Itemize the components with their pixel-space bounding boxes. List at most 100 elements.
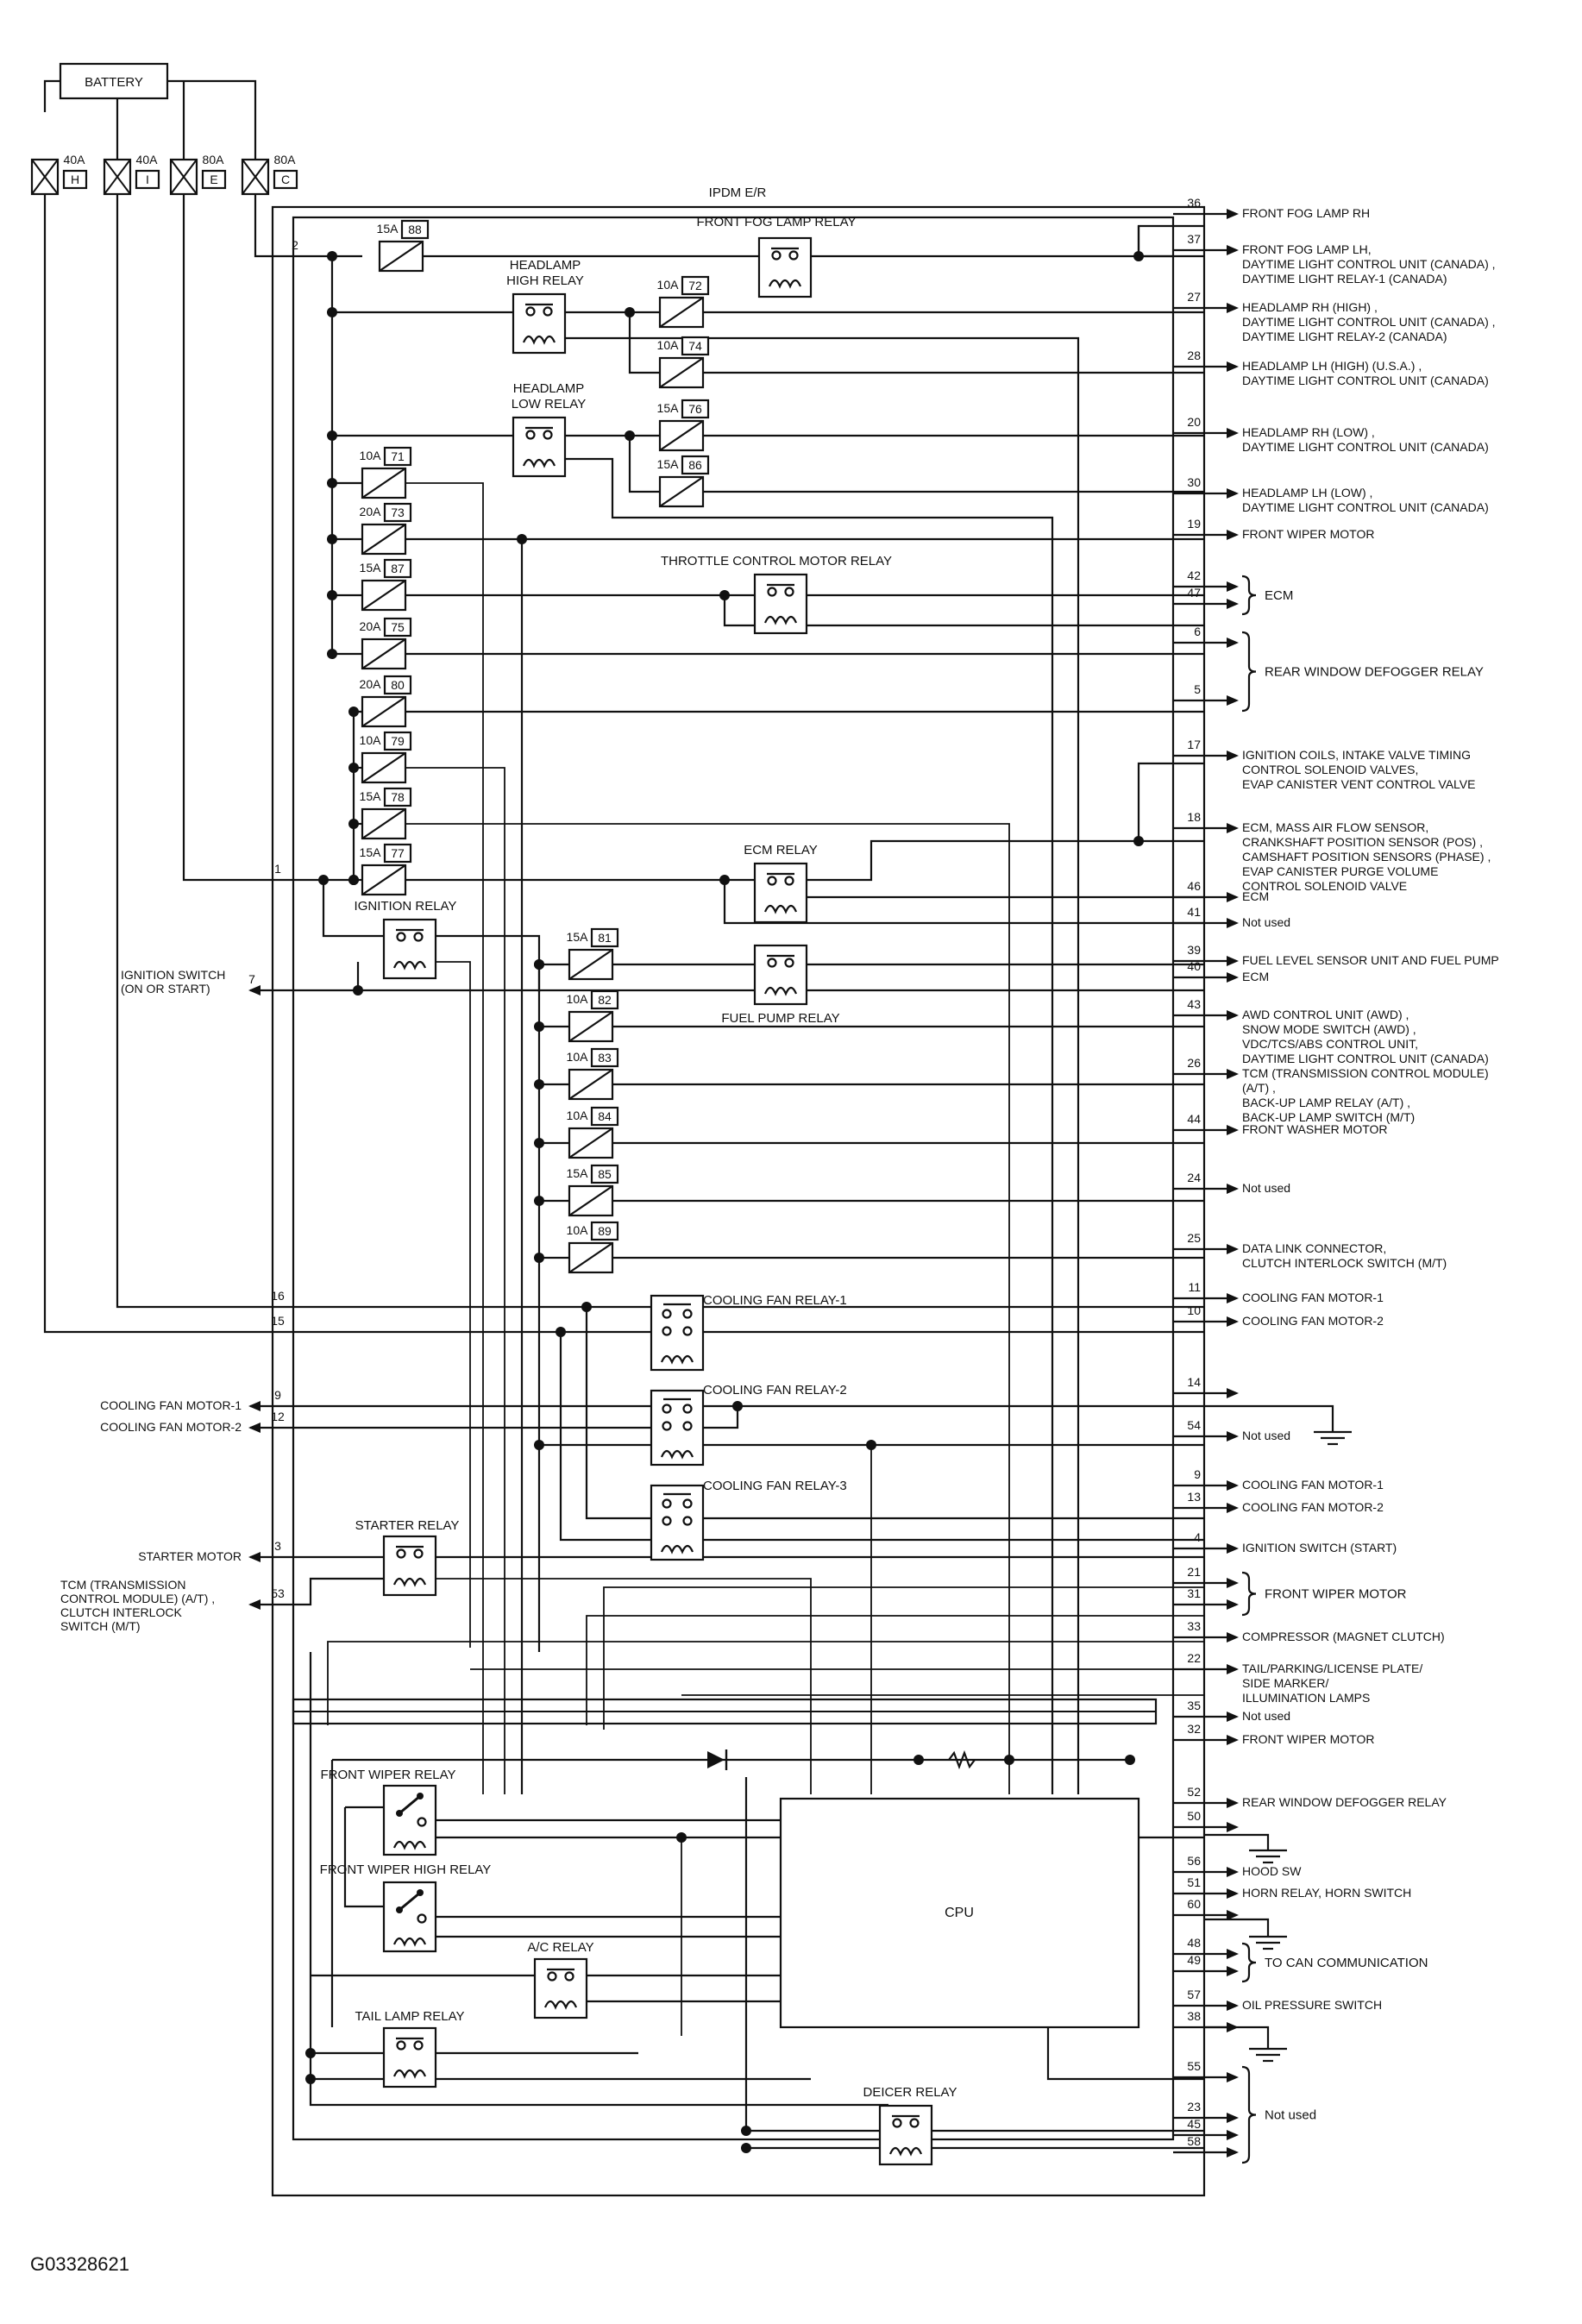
right-terminal-label: TAIL/PARKING/LICENSE PLATE/ (1242, 1661, 1422, 1675)
fusible-link-H (30, 158, 88, 196)
brace (1241, 1942, 1257, 1983)
arrow-right-icon (1227, 361, 1239, 372)
wire (1204, 2026, 1270, 2049)
wire (322, 880, 384, 938)
fuse-77 (361, 843, 412, 896)
cpu-block (779, 1797, 1140, 2029)
wire (43, 194, 293, 1334)
right-terminal-label: IGNITION SWITCH (START) (1242, 1541, 1397, 1555)
right-terminal-label: HEADLAMP LH (HIGH) (U.S.A.) , (1242, 359, 1422, 373)
fusible-link-amp: 80A (203, 153, 225, 166)
fusible-link-amp: 40A (136, 153, 159, 166)
right-terminal-label: FRONT WIPER MOTOR (1242, 1732, 1374, 1746)
fuse-number-label: 83 (598, 1051, 612, 1065)
cpu-label: CPU (945, 1906, 974, 1920)
right-terminal-pin: 26 (1187, 1056, 1201, 1070)
right-terminal-pin: 48 (1187, 1936, 1201, 1950)
components (30, 62, 1206, 2197)
left-terminal-pin: 1 (274, 862, 281, 876)
left-terminal-label: TCM (TRANSMISSION (60, 1578, 185, 1592)
wire (436, 1578, 812, 1794)
arrow-right-icon (1227, 918, 1239, 928)
junction-dot (534, 1079, 544, 1090)
wire (116, 194, 293, 1309)
right-terminal-label: DATA LINK CONNECTOR, (1242, 1241, 1386, 1255)
relay-ecm (753, 862, 808, 924)
right-terminal-pin: 4 (1194, 1530, 1201, 1544)
right-terminal-pin: 47 (1187, 586, 1201, 600)
arrow-right-icon (1227, 599, 1239, 609)
fuse-82 (568, 989, 619, 1043)
arrow-right-icon (1227, 1966, 1239, 1976)
left-terminal-label: STARTER MOTOR (138, 1549, 242, 1563)
fuse-amp-label: 10A (657, 278, 680, 292)
fuse-86 (658, 455, 710, 508)
figure-id: G03328621 (30, 2253, 129, 2275)
wire (436, 934, 541, 992)
right-terminal-label: COOLING FAN MOTOR-2 (1242, 1314, 1384, 1328)
fuse-amp-label: 15A (360, 789, 382, 803)
right-terminal-label: AWD CONTROL UNIT (AWD) , (1242, 1008, 1409, 1021)
arrow-right-icon (1227, 1125, 1239, 1135)
wire (723, 880, 1204, 925)
right-terminal-label: ECM, MASS AIR FLOW SENSOR, (1242, 820, 1428, 834)
right-terminal-pin: 31 (1187, 1586, 1201, 1600)
junction-dot (534, 1196, 544, 1206)
relay-deicer (878, 2104, 933, 2166)
fuse-76 (658, 399, 710, 452)
arrow-right-icon (1227, 1888, 1239, 1899)
relay-label-fuel-pump: FUEL PUMP RELAY (721, 1011, 839, 1026)
fuse-89 (568, 1221, 619, 1274)
fuse-79 (361, 731, 412, 784)
wires (43, 79, 1352, 2167)
wire (436, 961, 471, 1648)
wire (565, 336, 1080, 1794)
fuse-amp-label: 15A (567, 1166, 589, 1180)
wire (43, 79, 60, 112)
junction-dot (353, 985, 363, 996)
fuse-amp-label: 15A (657, 457, 680, 471)
right-terminal-pin: 14 (1187, 1375, 1201, 1389)
wire (1204, 1404, 1334, 1432)
junction-dot (348, 819, 359, 829)
arrow-right-icon (1227, 1184, 1239, 1194)
fuse-amp-label: 10A (360, 449, 382, 462)
fuse-number-label: 88 (408, 223, 422, 236)
fuse-81 (568, 927, 619, 981)
relay-label-ac: A/C RELAY (527, 1940, 593, 1955)
right-terminal-label: BACK-UP LAMP RELAY (A/T) , (1242, 1096, 1410, 1109)
wire (250, 1577, 384, 1606)
fuse-amp-label: 10A (360, 733, 382, 747)
fuse-amp-label: 10A (567, 1223, 589, 1237)
right-terminal-pin: 17 (1187, 738, 1201, 751)
right-terminal-label: EVAP CANISTER VENT CONTROL VALVE (1242, 777, 1475, 791)
left-terminal-label: SWITCH (M/T) (60, 1619, 141, 1633)
right-terminal-pin: 52 (1187, 1785, 1201, 1799)
wire (807, 762, 1204, 882)
right-terminal-pin: 50 (1187, 1809, 1201, 1823)
relay-cf3 (650, 1484, 705, 1561)
arrow-left-icon (248, 1423, 261, 1433)
right-terminal-label: TCM (TRANSMISSION CONTROL MODULE) (1242, 1066, 1489, 1080)
arrow-right-icon (1227, 1293, 1239, 1303)
ipdm-frame (271, 205, 1206, 2197)
fusible-link-amp: 80A (274, 153, 297, 166)
fuse-75 (361, 617, 412, 670)
fusible-link-letter: H (71, 173, 79, 186)
fusible-link-amp: 40A (64, 153, 86, 166)
relay-throttle (753, 573, 808, 635)
fuse-number-label: 81 (598, 931, 612, 945)
fusible-link-letter: I (146, 173, 149, 186)
left-terminal-pin: 7 (248, 972, 255, 986)
fuse-85 (568, 1164, 619, 1217)
fuse-number-label: 76 (688, 402, 702, 416)
relay-label-throttle: THROTTLE CONTROL MOTOR RELAY (661, 554, 892, 568)
wire (405, 482, 484, 1794)
right-terminal-pin: 27 (1187, 290, 1201, 304)
brace (1241, 2065, 1257, 2164)
right-terminal-pin: 21 (1187, 1565, 1201, 1579)
arrow-right-icon (1227, 823, 1239, 833)
fuse-number-label: 79 (391, 734, 405, 748)
fuse-71 (361, 446, 412, 499)
right-terminal-label: Not used (1242, 1429, 1290, 1442)
